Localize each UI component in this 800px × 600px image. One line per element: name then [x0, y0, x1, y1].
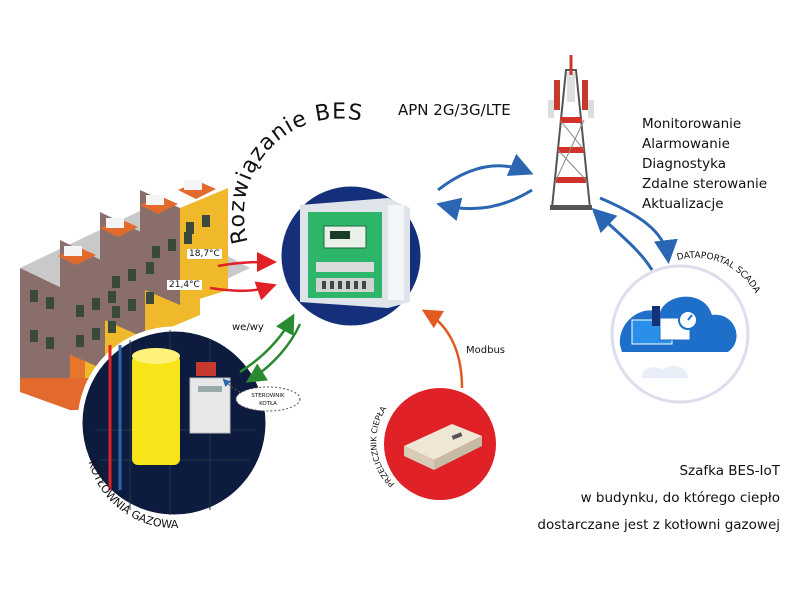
apartment-buildings-illustration: [20, 180, 250, 410]
heat-meter-illustration: [380, 384, 500, 504]
feature-item: Diagnostyka: [642, 156, 726, 172]
io-label: we/wy: [232, 322, 264, 333]
boiler-room-illustration: [77, 326, 271, 520]
apn-label: APN 2G/3G/LTE: [398, 101, 511, 119]
boiler-controller-label-2: KOTŁA: [259, 401, 277, 407]
cabinet-description: Szafka BES-IoT w budynku, do którego cie…: [470, 458, 780, 539]
cell-tower-icon: [548, 55, 594, 210]
modbus-label: Modbus: [466, 345, 505, 356]
temperature-label: 21,4°C: [167, 280, 202, 290]
feature-item: Aktualizacje: [642, 196, 724, 212]
feature-item: Zdalne sterowanie: [642, 176, 768, 192]
feature-item: Monitorowanie: [642, 116, 742, 132]
dataportal-scada-illustration: [610, 264, 750, 404]
bes-cabinet-illustration: [276, 181, 426, 331]
temperature-label: 18,7°C: [187, 249, 222, 259]
boiler-controller-label-1: STEROWNIK: [251, 393, 285, 399]
description-line: dostarczane jest z kotłowni gazowej: [537, 517, 780, 533]
feature-item: Alarmowanie: [642, 136, 730, 152]
description-line: Szafka BES-IoT: [679, 463, 780, 479]
feature-list: Monitorowanie Alarmowanie Diagnostyka Zd…: [642, 114, 767, 214]
boiler-controller-callout: [235, 386, 301, 412]
description-line: w budynku, do którego ciepło: [580, 490, 780, 506]
